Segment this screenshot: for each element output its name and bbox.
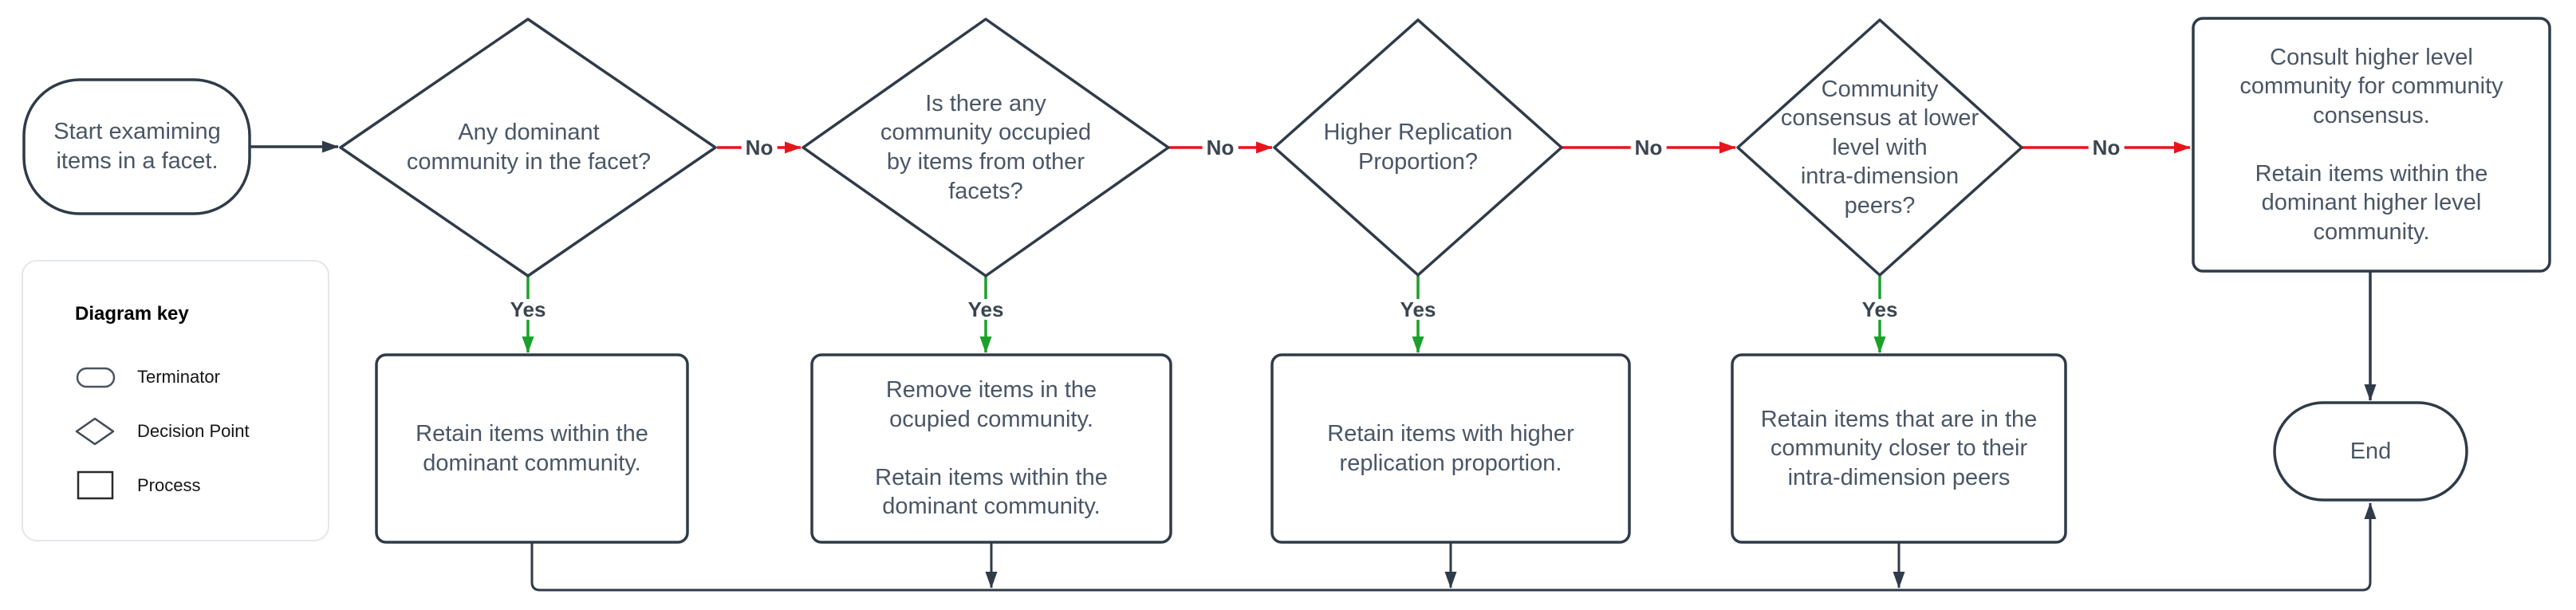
- no-label-2: No: [1202, 137, 1239, 158]
- diagram-key-panel: [22, 260, 329, 541]
- no-label-4: No: [2088, 137, 2125, 158]
- process-4-shape: [1731, 353, 2067, 544]
- key-item-process: Process: [137, 475, 201, 495]
- decision-point-icon: [75, 417, 115, 446]
- consult-process-shape: [2192, 17, 2551, 273]
- decision-3-shape: [1273, 18, 1563, 277]
- yes-label-1: Yes: [506, 299, 550, 320]
- decision-3-label: Higher Replication Proportion?: [1323, 120, 1513, 175]
- no-label-1: No: [741, 137, 778, 158]
- end-terminator-label: End: [2350, 438, 2392, 464]
- process-4-label: Retain items that are in the community c…: [1760, 406, 2038, 490]
- decision-2-shape: [802, 18, 1170, 277]
- decision-1-shape: [339, 18, 717, 277]
- process-3-label: Retain items with higher replication pro…: [1327, 420, 1574, 476]
- process-1-shape: [375, 353, 689, 544]
- end-terminator-shape: [2273, 401, 2468, 502]
- start-terminator-label: Start examiming items in a facet.: [53, 119, 221, 174]
- yes-label-3: Yes: [1396, 299, 1440, 320]
- decision-2-label: Is there any community occupied by items…: [880, 90, 1092, 204]
- consult-process-label: Consult higher level community for commu…: [2239, 44, 2503, 245]
- process-3-shape: [1270, 353, 1631, 544]
- decision-4-label: Community consensus at lower level with …: [1780, 76, 1979, 218]
- process-1-label: Retain items within the dominant communi…: [416, 420, 648, 476]
- decision-4-shape: [1736, 18, 2023, 277]
- process-2-shape: [810, 353, 1172, 544]
- terminator-icon: [76, 367, 116, 388]
- no-label-3: No: [1630, 137, 1667, 158]
- process-icon: [77, 470, 114, 500]
- yes-label-2: Yes: [963, 299, 1008, 320]
- key-item-decision-point: Decision Point: [137, 421, 250, 441]
- key-item-terminator: Terminator: [137, 367, 220, 387]
- process-2-label: Remove items in the ocupied community. R…: [875, 377, 1108, 520]
- yes-label-4: Yes: [1857, 299, 1902, 320]
- decision-1-label: Any dominant community in the facet?: [406, 120, 652, 175]
- edge-bottom-route-to-end: [530, 502, 2377, 592]
- start-terminator-shape: [22, 78, 251, 215]
- diagram-key-title: Diagram key: [75, 303, 189, 325]
